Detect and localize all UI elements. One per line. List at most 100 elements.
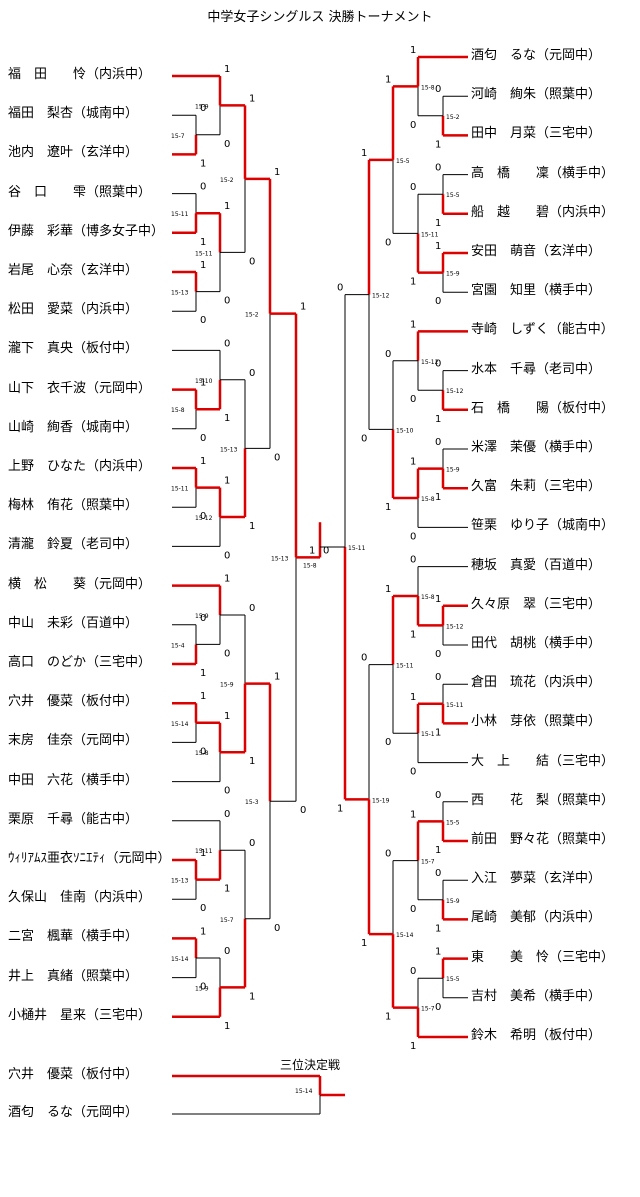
match-point-mark: 1 bbox=[249, 756, 255, 767]
match-point-mark: 1 bbox=[249, 991, 255, 1002]
match-point-mark: 0 bbox=[410, 767, 416, 778]
match-point-mark: 1 bbox=[385, 74, 391, 85]
match-point-mark: 1 bbox=[435, 923, 441, 934]
player-team: （照葉中） bbox=[549, 832, 615, 847]
player-entry: 中田 六花（横手中） bbox=[8, 773, 138, 789]
match-score: 15-10 bbox=[396, 427, 414, 434]
match-point-mark: 0 bbox=[410, 182, 416, 193]
player-entry: 栗原 千尋（能古中） bbox=[8, 812, 138, 828]
player-name: 二宮 楓華 bbox=[8, 929, 74, 945]
player-name: 穂坂 真愛 bbox=[471, 557, 537, 573]
match-point-mark: 1 bbox=[435, 947, 441, 958]
match-point-mark: 0 bbox=[385, 737, 391, 748]
match-point-mark: 1 bbox=[200, 926, 206, 937]
third-place-player: 酒匂 るな（元岡中） bbox=[8, 1105, 138, 1121]
match-point-mark: 0 bbox=[200, 511, 206, 522]
match-point-mark: 0 bbox=[224, 296, 230, 307]
player-name: 栗原 千尋 bbox=[8, 811, 74, 827]
third-place-title: 三位決定戦 bbox=[280, 1058, 341, 1072]
player-team: （横手中） bbox=[536, 440, 602, 455]
match-point-mark: 1 bbox=[200, 456, 206, 467]
match-point-mark: 0 bbox=[410, 904, 416, 915]
player-name: 吉村 美希 bbox=[471, 988, 537, 1004]
player-name: 河崎 絢朱 bbox=[471, 87, 537, 103]
match-score: 15-5 bbox=[446, 192, 460, 199]
match-score: 15-13 bbox=[171, 878, 189, 885]
match-score: 15-5 bbox=[446, 819, 460, 826]
match-point-mark: 0 bbox=[200, 613, 206, 624]
match-point-mark: 0 bbox=[200, 103, 206, 114]
player-entry: 東 美 怜（三宅中） bbox=[471, 950, 614, 966]
player-team: （内浜中） bbox=[86, 67, 152, 82]
match-point-mark: 1 bbox=[224, 476, 230, 487]
match-score: 15-9 bbox=[446, 467, 460, 474]
page-title: 中学女子シングルス 決勝トーナメント bbox=[207, 10, 433, 25]
match-point-mark: 0 bbox=[361, 653, 367, 664]
match-point-mark: 0 bbox=[274, 452, 280, 463]
player-name: 池内 遼叶 bbox=[8, 145, 74, 161]
player-entry: ｳｨﾘｱﾑｽ亜衣ｿﾆｴﾃｨ（元岡中） bbox=[8, 851, 171, 867]
player-team: （横手中） bbox=[73, 929, 139, 945]
player-name: 寺崎 しずく bbox=[471, 322, 549, 338]
match-point-mark: 1 bbox=[410, 629, 416, 640]
player-entry: 鈴木 希明（板付中） bbox=[471, 1028, 601, 1044]
player-name: 大 上 結 bbox=[471, 753, 550, 769]
match-point-mark: 1 bbox=[435, 218, 441, 229]
match-point-mark: 0 bbox=[274, 923, 280, 934]
match-point-mark: 1 bbox=[224, 1021, 230, 1032]
player-team: （板付中） bbox=[73, 341, 139, 357]
player-entry: 上野 ひなた（内浜中） bbox=[8, 459, 151, 475]
player-name: 山下 衣千波 bbox=[8, 380, 87, 396]
match-point-mark: 1 bbox=[385, 584, 391, 595]
match-point-mark: 0 bbox=[224, 139, 230, 150]
match-point-mark: 0 bbox=[200, 746, 206, 757]
player-team: （百道中） bbox=[73, 615, 139, 631]
match-score: 15-10 bbox=[195, 378, 213, 385]
match-point-mark: 1 bbox=[300, 302, 306, 313]
match-point-mark: 0 bbox=[249, 256, 255, 267]
final-mark: 1 bbox=[309, 545, 315, 556]
player-entry: 谷 口 雫（照葉中） bbox=[8, 185, 151, 201]
match-point-mark: 1 bbox=[361, 938, 367, 949]
match-point-mark: 1 bbox=[224, 64, 230, 75]
player-team: （内浜中） bbox=[86, 890, 152, 906]
match-score: 15-7 bbox=[421, 1006, 435, 1013]
match-point-mark: 0 bbox=[249, 838, 255, 849]
match-point-mark: 0 bbox=[410, 531, 416, 542]
match-score: 15-19 bbox=[372, 797, 390, 804]
match-score: 15-7 bbox=[171, 133, 185, 140]
player-team: （三宅中） bbox=[536, 596, 602, 612]
match-score: 15-12 bbox=[446, 388, 464, 395]
match-point-mark: 1 bbox=[410, 277, 416, 288]
player-team: （能古中） bbox=[548, 322, 614, 338]
player-team: （横手中） bbox=[536, 988, 602, 1004]
player-entry: 田中 月菜（三宅中） bbox=[471, 126, 601, 142]
player-name: 宮園 知里 bbox=[471, 283, 537, 299]
final-mark: 0 bbox=[323, 545, 329, 556]
match-score: 15-11 bbox=[446, 702, 464, 709]
player-team: （三宅中） bbox=[536, 479, 602, 495]
match-point-mark: 0 bbox=[385, 237, 391, 248]
player-name: 穴井 優菜 bbox=[8, 1067, 74, 1082]
match-point-mark: 1 bbox=[410, 809, 416, 820]
player-name: 笹栗 ゆり子 bbox=[471, 518, 550, 534]
match-score: 15-13 bbox=[171, 290, 189, 297]
match-score: 15-8 bbox=[421, 594, 435, 601]
match-point-mark: 1 bbox=[200, 237, 206, 248]
match-point-mark: 0 bbox=[435, 672, 441, 683]
player-name: ｳｨﾘｱﾑｽ亜衣ｿﾆｴﾃｨ bbox=[8, 851, 106, 866]
match-score: 15-14 bbox=[396, 932, 414, 939]
match-point-mark: 1 bbox=[200, 158, 206, 169]
match-point-mark: 0 bbox=[385, 349, 391, 360]
match-score: 15-9 bbox=[195, 613, 209, 620]
match-score: 15-7 bbox=[421, 859, 435, 866]
player-name: 山崎 絢香 bbox=[8, 419, 74, 435]
match-point-mark: 0 bbox=[224, 946, 230, 957]
player-team: （板付中） bbox=[73, 1067, 139, 1082]
player-entry: 伊藤 彩華（博多女子中） bbox=[8, 224, 164, 240]
match-point-mark: 1 bbox=[249, 521, 255, 532]
match-score: 15-11 bbox=[171, 211, 189, 218]
player-name: 東 美 怜 bbox=[471, 949, 550, 965]
match-point-mark: 1 bbox=[410, 692, 416, 703]
match-point-mark: 0 bbox=[435, 437, 441, 448]
